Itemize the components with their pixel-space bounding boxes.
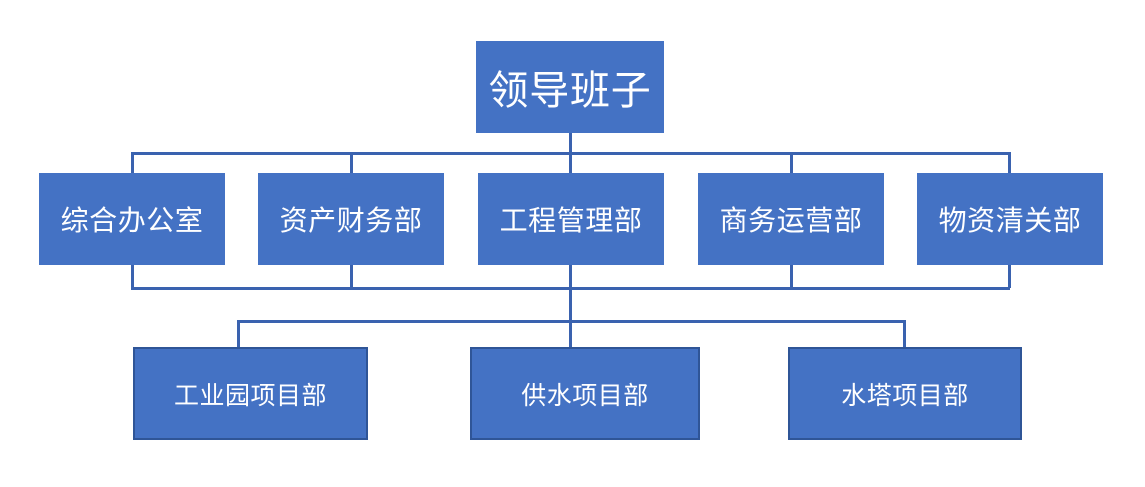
connector-riser-department-1 (350, 265, 353, 288)
connector-drop-project-1 (569, 320, 572, 348)
connector-riser-department-4 (1008, 265, 1011, 288)
node-department-asset-finance[interactable]: 资产财务部 (258, 173, 444, 265)
connector-drop-department-2 (569, 152, 572, 174)
node-department-materials-customs[interactable]: 物资清关部 (917, 173, 1103, 265)
connector-riser-department-0 (131, 265, 134, 288)
connector-project-trunk (569, 287, 572, 322)
node-department-engineering-management[interactable]: 工程管理部 (478, 173, 664, 265)
node-project-industrial-park[interactable]: 工业园项目部 (133, 347, 368, 440)
connector-drop-department-0 (131, 152, 134, 174)
connector-drop-department-4 (1008, 152, 1011, 174)
connector-riser-department-3 (790, 265, 793, 288)
connector-drop-department-3 (790, 152, 793, 174)
connector-drop-project-2 (903, 320, 906, 348)
connector-root-stem (569, 133, 572, 154)
connector-drop-project-0 (237, 320, 240, 348)
connector-drop-department-1 (350, 152, 353, 174)
node-department-general-office[interactable]: 综合办公室 (39, 173, 225, 265)
connector-riser-department-2 (569, 265, 572, 288)
node-project-water-supply[interactable]: 供水项目部 (470, 347, 700, 440)
node-project-water-tower[interactable]: 水塔项目部 (788, 347, 1022, 440)
node-department-business-operations[interactable]: 商务运营部 (698, 173, 884, 265)
node-leadership-team[interactable]: 领导班子 (476, 41, 664, 133)
